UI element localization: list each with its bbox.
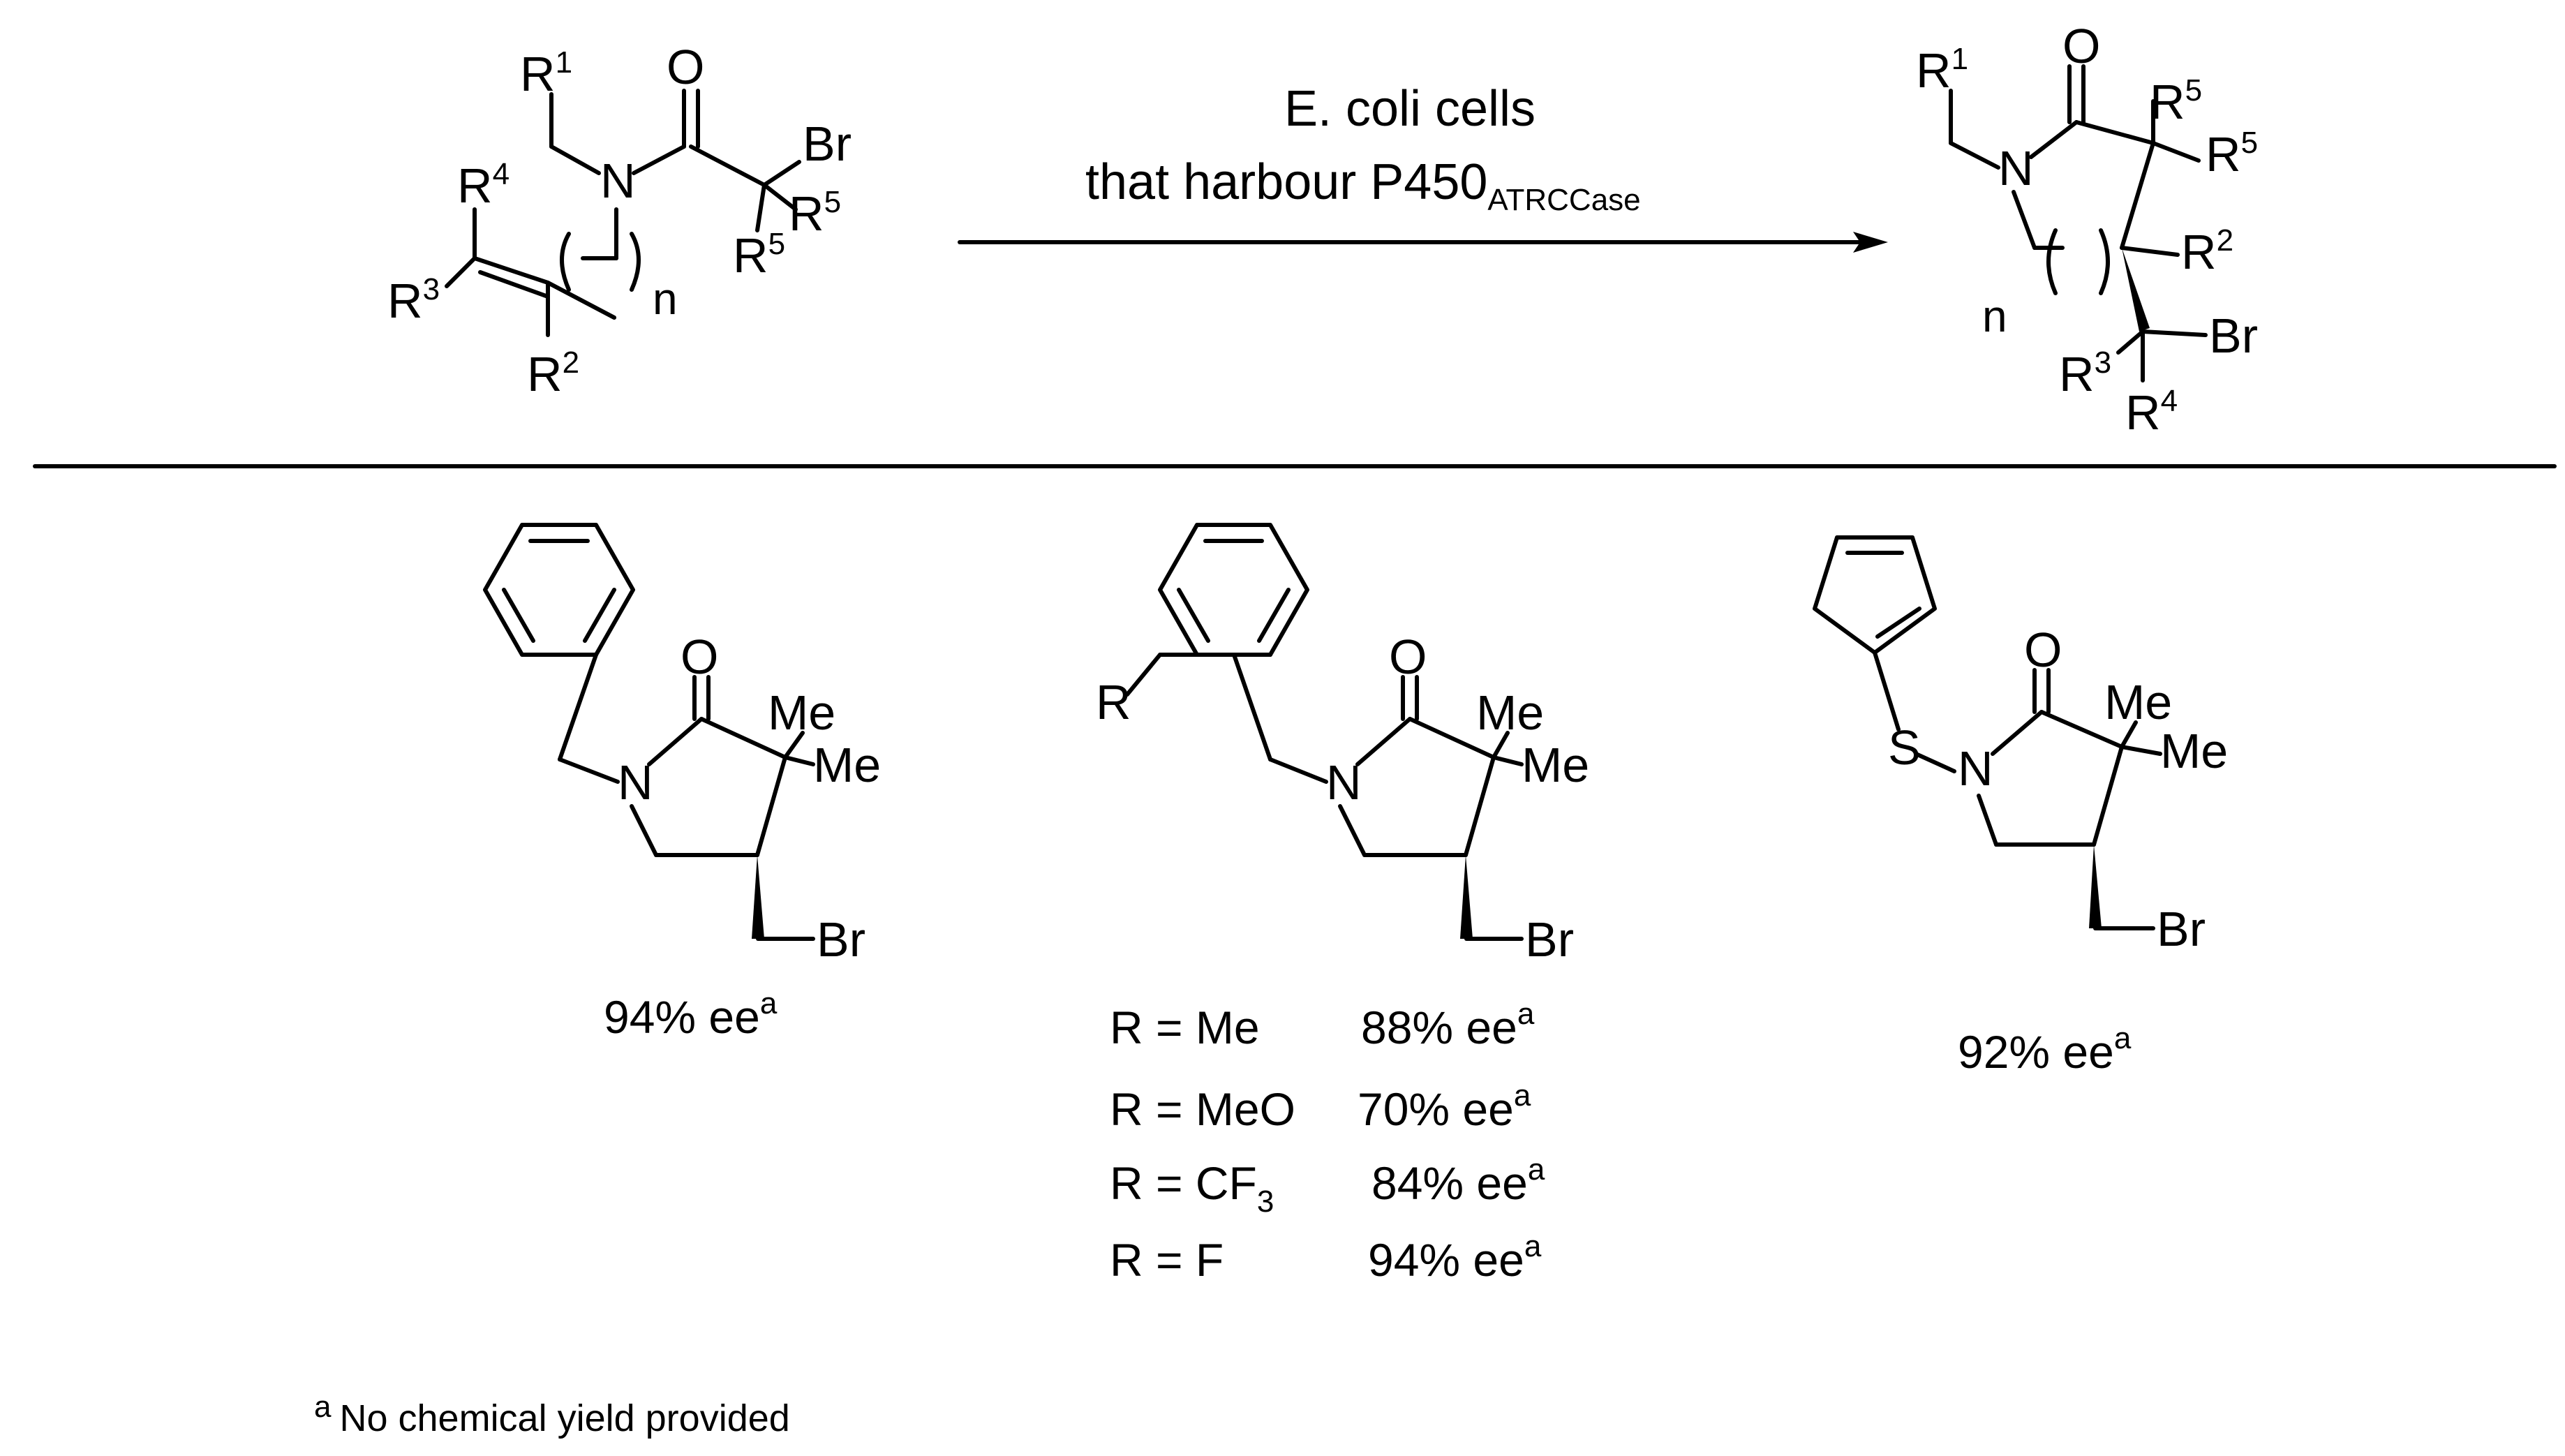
reactant-nitrogen: N xyxy=(600,154,636,208)
svg-text:R5: R5 xyxy=(733,227,785,283)
svg-text:Me: Me xyxy=(813,738,881,792)
svg-text:R1: R1 xyxy=(1916,42,1968,98)
svg-text:R2: R2 xyxy=(527,346,579,401)
example-1-structure: O N Me Me Br xyxy=(483,523,881,967)
variant-ee: 70% eea xyxy=(1358,1078,1531,1135)
variant-ee: 94% eea xyxy=(1368,1229,1542,1286)
product-oxygen: O xyxy=(2062,19,2100,73)
example-2-variant-table: R = Me 88% eea R = MeO 70% eea R = CF3 8… xyxy=(1110,997,1545,1286)
condition-line-1: E. coli cells xyxy=(1284,81,1536,137)
svg-text:Me: Me xyxy=(1522,738,1589,792)
example-2-structure: R O N Me Me Br xyxy=(1096,523,1589,967)
svg-text:Me: Me xyxy=(1476,685,1544,740)
product-bromine: Br xyxy=(2209,309,2258,363)
product-nitrogen: N xyxy=(1998,141,2034,195)
svg-text:R4: R4 xyxy=(2125,384,2178,440)
svg-text:Br: Br xyxy=(1525,912,1574,967)
reactant-bromine: Br xyxy=(803,117,852,171)
svg-text:O: O xyxy=(681,630,718,684)
svg-text:N: N xyxy=(1958,741,1993,796)
svg-text:R1: R1 xyxy=(520,45,572,101)
svg-text:N: N xyxy=(1326,755,1362,810)
reactant-oxygen: O xyxy=(667,40,704,94)
svg-text:R3: R3 xyxy=(2059,346,2111,401)
svg-text:Me: Me xyxy=(2160,724,2228,778)
variant-ee: 84% eea xyxy=(1371,1152,1545,1209)
example-1-ee: 94% eea xyxy=(604,986,778,1043)
svg-text:R3: R3 xyxy=(387,272,440,328)
svg-text:Br: Br xyxy=(2157,902,2206,956)
variant-r-label: R = F xyxy=(1110,1234,1224,1286)
svg-text:O: O xyxy=(1389,630,1427,684)
svg-text:R5: R5 xyxy=(2150,73,2202,129)
svg-text:Me: Me xyxy=(2104,675,2172,729)
reactant-structure: R1 O N Br R5 R5 R4 R3 R2 n xyxy=(387,40,852,401)
example-3-structure: S N O Me Me Br xyxy=(1813,535,2228,956)
svg-text:R5: R5 xyxy=(2206,126,2258,181)
variant-r-label: R = Me xyxy=(1110,1002,1260,1053)
svg-text:R5: R5 xyxy=(789,185,841,241)
product-structure: R1 O N R5 R5 R2 Br R3 R4 n xyxy=(1916,19,2258,440)
svg-text:n: n xyxy=(653,274,678,324)
svg-text:R4: R4 xyxy=(457,157,510,213)
svg-text:R2: R2 xyxy=(2181,223,2233,279)
svg-text:Br: Br xyxy=(817,912,865,967)
condition-line-2: that harbour P450ATRCCase xyxy=(1085,154,1641,217)
svg-text:N: N xyxy=(618,755,653,810)
example-3-ee: 92% eea xyxy=(1958,1021,2132,1078)
reaction-arrow xyxy=(958,232,1888,253)
svg-text:n: n xyxy=(1982,291,2007,341)
svg-text:R: R xyxy=(1096,675,1131,729)
variant-ee: 88% eea xyxy=(1361,997,1535,1053)
variant-r-label: R = MeO xyxy=(1110,1083,1295,1135)
variant-r-label: R = CF3 xyxy=(1110,1157,1274,1219)
svg-text:Me: Me xyxy=(768,685,835,740)
svg-text:O: O xyxy=(2024,623,2062,677)
svg-text:S: S xyxy=(1888,720,1921,775)
